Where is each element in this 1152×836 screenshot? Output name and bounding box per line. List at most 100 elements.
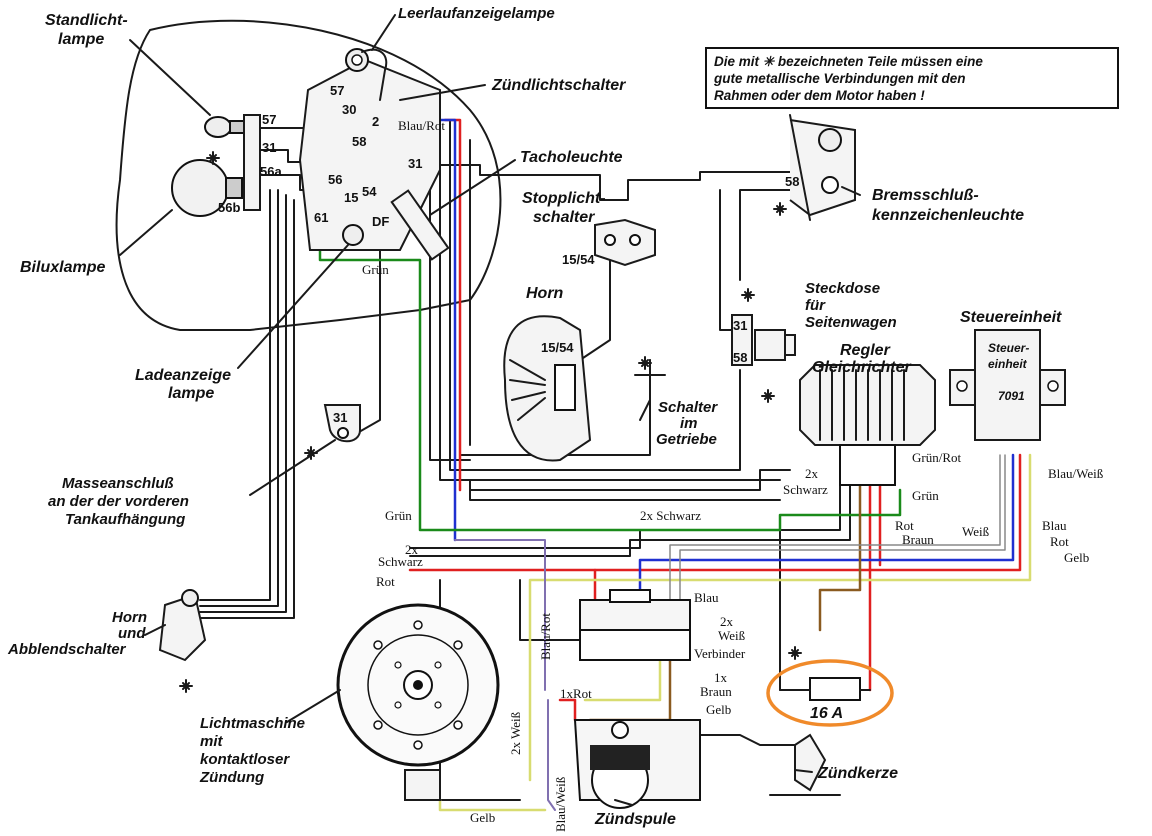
- label-ladeanzeige: Ladeanzeige: [135, 367, 231, 384]
- wire-label-2x-left: 2x: [405, 542, 419, 557]
- label-regler: Regler: [840, 342, 891, 359]
- label-lichtmaschine-2: mit: [200, 733, 224, 750]
- wire-label-blau-weiss: Blau/Weiß: [1048, 466, 1104, 481]
- standlicht-bulb: [204, 116, 245, 138]
- label-stopplicht: Stopplicht-: [522, 190, 606, 207]
- grey-wires: [669, 454, 1006, 601]
- control-unit: [949, 329, 1066, 441]
- terminal-df: DF: [372, 214, 389, 229]
- wire-label-blau-mid: Blau: [694, 590, 719, 605]
- label-hornschalter-2: und: [118, 625, 146, 642]
- alternator: [336, 603, 500, 767]
- label-zuendspule: Zündspule: [594, 811, 676, 828]
- label-horn: Horn: [526, 285, 564, 302]
- regulator-rectifier: [799, 364, 936, 486]
- wire-label-2x-weiss: 2x: [720, 614, 734, 629]
- wire-label-2x-a: 2x: [805, 466, 819, 481]
- wire-label-gruen-rot: Grün/Rot: [912, 450, 962, 465]
- wire-label-gruen-left: Grün: [385, 508, 412, 523]
- wire-label-verbinder: Verbinder: [694, 646, 746, 661]
- label-tacholeuchte: Tacholeuchte: [520, 149, 623, 166]
- terminal-15-54-horn: 15/54: [541, 340, 574, 355]
- wire-label-blau-r: Blau: [1042, 518, 1067, 533]
- label-ladeanzeige-lampe: lampe: [168, 385, 214, 402]
- terminal-strip: [243, 114, 261, 211]
- pointer-lines: [119, 14, 861, 806]
- sidecar-socket: [731, 314, 796, 366]
- idle-indicator-lamp: [345, 48, 388, 101]
- terminal-54: 54: [362, 184, 377, 199]
- terminal-15: 15: [344, 190, 358, 205]
- ignition-coil: [573, 719, 701, 809]
- spark-plug: [769, 733, 841, 796]
- wire-label-gruen-top: Grün: [362, 262, 389, 277]
- wire-label-gelb-r: Gelb: [1064, 550, 1089, 565]
- label-masse-2: an der der vorderen: [48, 493, 189, 510]
- label-schalter-getriebe-3: Getriebe: [656, 431, 717, 448]
- terminal-56a: 56a: [260, 164, 282, 179]
- label-leerlauf: Leerlaufanzeigelampe: [398, 5, 555, 22]
- fuse: [779, 677, 871, 701]
- purple-wires: [454, 539, 556, 811]
- horn: [503, 315, 592, 462]
- ground-bracket: [323, 404, 361, 443]
- label-fuse: 16 A: [810, 705, 843, 722]
- terminal-58-tail: 58: [785, 174, 799, 189]
- terminal-58-socket: 58: [733, 350, 747, 365]
- label-bremsschluss: Bremsschluß-: [872, 187, 979, 204]
- wire-label-weiss-mid: Weiß: [718, 628, 746, 643]
- label-steuer-inner-1: Steuer-: [988, 341, 1029, 355]
- wire-label-2x-weiss-v: 2x Weiß: [508, 711, 523, 755]
- wire-label-gruen-right: Grün: [912, 488, 939, 503]
- label-lichtmaschine-3: kontaktloser: [200, 751, 290, 768]
- label-standlicht: Standlicht-: [45, 12, 128, 29]
- wire-label-blau-rot-v: Blau/Rot: [538, 613, 553, 660]
- wire-label-1x: 1x: [714, 670, 728, 685]
- speedo-lamp: [390, 189, 450, 261]
- label-kennzeichen: kennzeichenleuchte: [872, 207, 1024, 224]
- wire-label-schwarz-a: Schwarz: [783, 482, 828, 497]
- terminal-56b: 56b: [218, 200, 240, 215]
- wire-label-rot-left: Rot: [376, 574, 395, 589]
- terminal-61: 61: [314, 210, 328, 225]
- label-steuer-inner-2: einheit: [988, 357, 1028, 371]
- label-steuer-inner-3: 7091: [998, 389, 1025, 403]
- label-steckdose-1: Steckdose: [805, 280, 880, 297]
- wire-label-blau-rot-top: Blau/Rot: [398, 118, 445, 133]
- wire-label-rot-right: Rot: [895, 518, 914, 533]
- label-steckdose-3: Seitenwagen: [805, 314, 897, 331]
- headlight-housing: [115, 19, 502, 331]
- terminal-58-switch: 58: [352, 134, 366, 149]
- note-line-1: Die mit ✳ bezeichneten Teile müssen eine: [714, 54, 983, 69]
- note-line-2: gute metallische Verbindungen mit den: [713, 71, 966, 86]
- label-schalter-getriebe-1: Schalter: [658, 399, 718, 416]
- label-hornschalter-3: Abblendschalter: [7, 641, 127, 658]
- connector-block: [579, 589, 691, 661]
- note-box: [705, 47, 1119, 109]
- gear-switch: [634, 359, 666, 451]
- wire-label-gelb-mid: Gelb: [706, 702, 731, 717]
- wire-label-blau-weiss-bottom: Blau/Weiß: [553, 776, 568, 832]
- alternator-connector: [404, 769, 441, 801]
- tail-light: [789, 114, 856, 221]
- wire-label-schwarz-left: Schwarz: [378, 554, 423, 569]
- label-stopplicht-schalter: schalter: [533, 209, 595, 226]
- label-zuendkerze: Zündkerze: [817, 765, 898, 782]
- label-masse-3: Tankaufhängung: [65, 511, 185, 528]
- charge-indicator-lamp: [342, 224, 364, 246]
- wire-label-schwarz-mid: 2x Schwarz: [640, 508, 701, 523]
- terminal-57-left: 57: [262, 112, 276, 127]
- wire-label-1x-rot: 1xRot: [560, 686, 592, 701]
- wire-label-braun: Braun: [700, 684, 732, 699]
- terminal-56-switch: 56: [328, 172, 342, 187]
- terminal-15-54-switch: 15/54: [562, 252, 595, 267]
- bilux-bulb: [171, 159, 243, 217]
- note-line-3: Rahmen oder dem Motor haben !: [714, 88, 925, 103]
- label-lichtmaschine-4: Zündung: [199, 769, 264, 786]
- label-steckdose-2: für: [805, 297, 826, 314]
- label-zuendlichtschalter: Zündlichtschalter: [491, 77, 626, 94]
- terminal-31-ground: 31: [333, 410, 347, 425]
- label-masse-1: Masseanschluß: [62, 475, 174, 492]
- label-lichtmaschine-1: Lichtmaschine: [200, 715, 305, 732]
